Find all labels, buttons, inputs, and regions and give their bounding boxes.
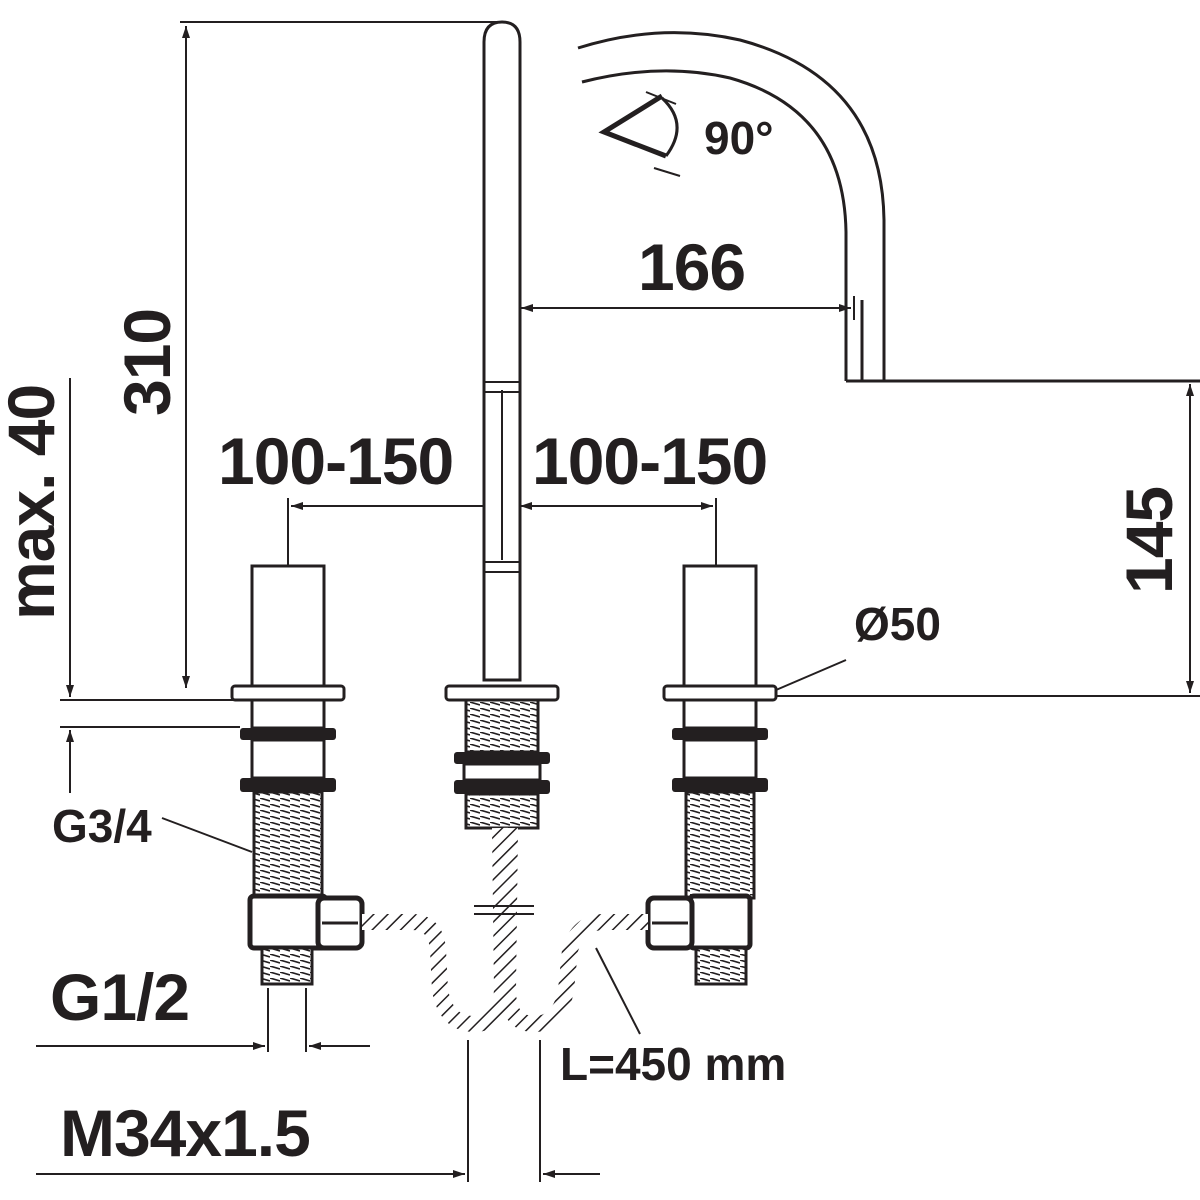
dim-spread-right-label: 100-150 xyxy=(532,424,767,498)
spout-top-view xyxy=(577,31,1200,383)
thread-m34-label: M34x1.5 xyxy=(60,1096,310,1170)
rotation-angle-icon xyxy=(598,91,681,177)
left-valve xyxy=(230,564,365,986)
dim-max-40-label: max. 40 xyxy=(0,385,68,620)
dim-spread-left-label: 100-150 xyxy=(218,424,453,498)
rotation-label: 90° xyxy=(704,112,774,164)
spout xyxy=(482,20,522,682)
dimension-lines xyxy=(36,21,1200,1182)
dim-145-label: 145 xyxy=(1112,487,1186,594)
right-valve xyxy=(645,564,778,986)
hose-length-label: L=450 mm xyxy=(560,1038,786,1090)
flexible-hoses xyxy=(362,827,648,1033)
thread-g34-label: G3/4 xyxy=(52,800,152,852)
dim-310-label: 310 xyxy=(110,309,184,416)
diameter-label: Ø50 xyxy=(854,598,941,650)
dim-166-label: 166 xyxy=(638,230,745,304)
center-body xyxy=(444,684,560,830)
thread-g12-label: G1/2 xyxy=(50,960,189,1034)
